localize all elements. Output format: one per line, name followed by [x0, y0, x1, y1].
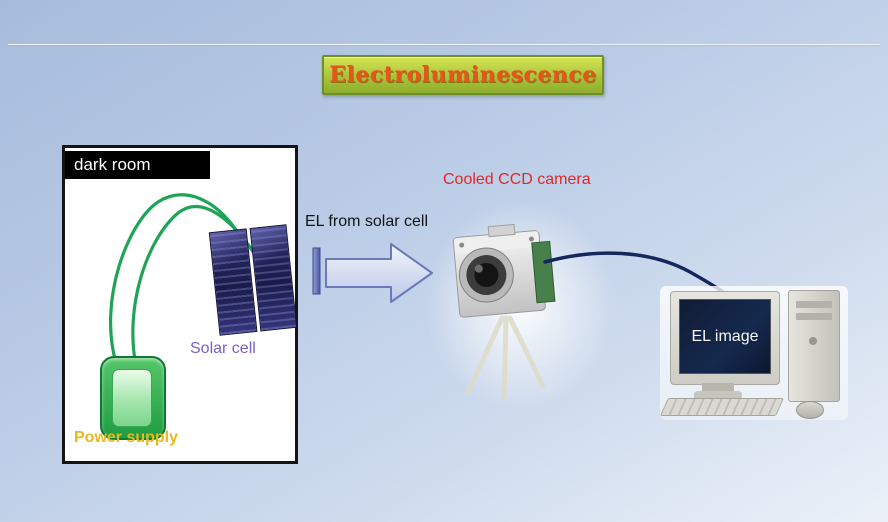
tower-drive-slot: [796, 301, 832, 308]
el-image-label: EL image: [691, 327, 759, 345]
computer-keyboard: [659, 398, 785, 416]
el-from-solar-cell-label: EL from solar cell: [305, 213, 428, 230]
title-banner: Electroluminescence: [322, 55, 604, 95]
computer-tower: [788, 290, 840, 402]
arrow-shape: [325, 243, 433, 303]
power-supply-label: Power supply: [74, 429, 179, 446]
monitor-base: [694, 391, 742, 400]
power-supply-figure: [100, 356, 166, 440]
solar-cell-figure: [208, 224, 298, 336]
monitor-neck: [702, 383, 734, 392]
computer-monitor: EL image: [670, 291, 780, 385]
tower-drive-slot: [796, 313, 832, 320]
arrow-start-bar: [312, 247, 321, 295]
camera-glow: [425, 200, 615, 410]
tower-power-button: [809, 337, 817, 345]
slide-title: Electroluminescence: [329, 62, 597, 88]
el-block-arrow: [312, 243, 433, 303]
header-divider-line: [8, 44, 880, 45]
computer-mouse: [796, 401, 824, 419]
solar-cell-label: Solar cell: [190, 340, 256, 357]
dark-room-label: dark room: [65, 151, 210, 179]
cooled-ccd-camera-label: Cooled CCD camera: [443, 171, 591, 188]
power-supply-screen: [112, 369, 152, 427]
monitor-screen: EL image: [679, 299, 771, 374]
